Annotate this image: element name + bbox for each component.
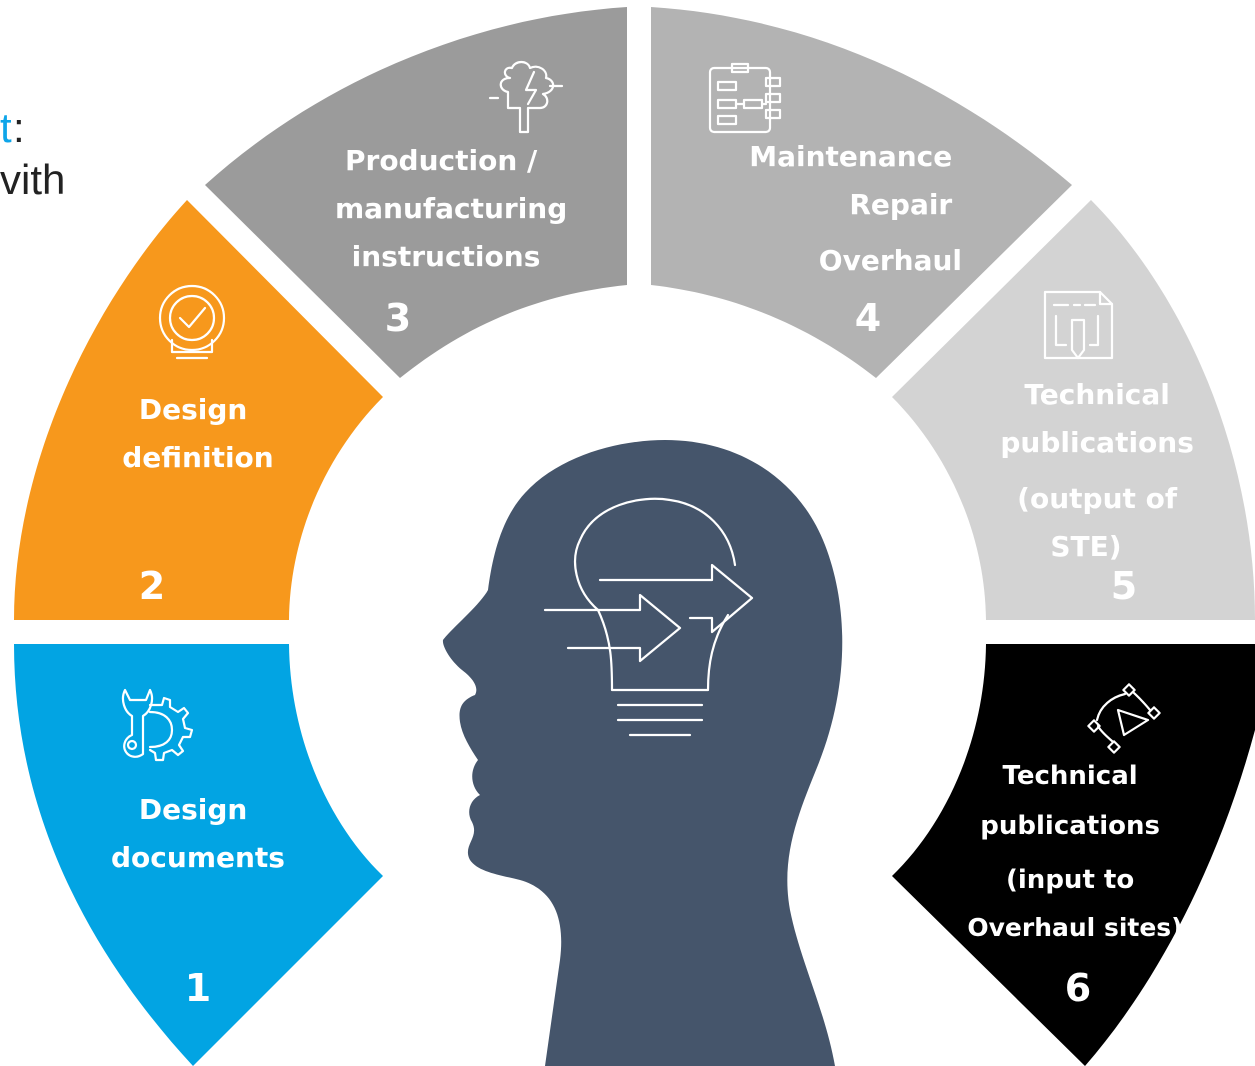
segment-4-label: Maintenance Repair Overhaul [749, 140, 962, 277]
segment-6-number: 6 [1065, 966, 1091, 1010]
segment-1-design-documents [14, 644, 383, 1066]
segment-4-label-line-1: Maintenance [749, 140, 952, 173]
segment-6-label-line-4: Overhaul sites) [967, 913, 1182, 942]
segment-3-label-line-1: Production / [345, 144, 538, 177]
segment-1-number: 1 [185, 966, 211, 1010]
segment-6-tech-pubs-input [892, 644, 1255, 1066]
segment-2-label: Design definition [122, 393, 273, 474]
head-silhouette [442, 440, 843, 1066]
lightbulb-check-icon [158, 284, 226, 360]
flowchart-icon [708, 62, 782, 134]
segment-2-design-definition [14, 200, 383, 620]
segment-4-label-line-2: Repair [849, 188, 952, 221]
segment-4-label-line-3: Overhaul [819, 244, 962, 277]
segment-1-label-line-2: documents [111, 841, 285, 874]
segment-4-number: 4 [855, 296, 881, 340]
blueprint-pencil-icon [1043, 290, 1114, 360]
segment-1-label-line-1: Design [139, 793, 247, 826]
heading-colon: : [13, 104, 25, 151]
vector-pen-icon [1087, 683, 1161, 754]
heading-accent-fragment: t [0, 104, 12, 151]
segment-5-label: Technical publications (output of STE) [1000, 378, 1203, 563]
heading-line2: vith [0, 156, 65, 203]
segment-2-label-line-2: definition [122, 441, 273, 474]
segment-3-label: Production / manufacturing instructions [335, 144, 577, 273]
circuit-chip-icon [488, 60, 564, 134]
segment-6-label-line-1: Technical [1003, 761, 1138, 791]
segment-1-label: Design documents [111, 793, 285, 874]
wrench-gear-icon [121, 688, 194, 762]
segment-5-label-line-2: publications [1000, 426, 1194, 459]
segment-3-label-line-2: manufacturing [335, 192, 567, 225]
segment-5-number: 5 [1111, 564, 1137, 608]
segment-5-label-line-1: Technical [1024, 378, 1170, 411]
segment-3-production-instructions [205, 7, 627, 378]
head-lightbulb-arrows-icon [543, 497, 754, 737]
cut-off-heading: t : vith [0, 104, 65, 203]
segment-3-number: 3 [385, 296, 411, 340]
segment-2-label-line-1: Design [139, 393, 247, 426]
segment-2-number: 2 [139, 564, 165, 608]
segment-6-label-line-3: (input to [1006, 865, 1134, 895]
segment-5-tech-pubs-output [892, 200, 1255, 620]
segment-5-label-line-3: (output of [1017, 482, 1178, 515]
segment-5-label-line-4: STE) [1050, 530, 1121, 563]
segment-6-label: Technical publications (input to Overhau… [967, 758, 1182, 942]
segment-6-label-line-2: publications [980, 811, 1160, 841]
segment-3-label-line-3: instructions [352, 240, 541, 273]
